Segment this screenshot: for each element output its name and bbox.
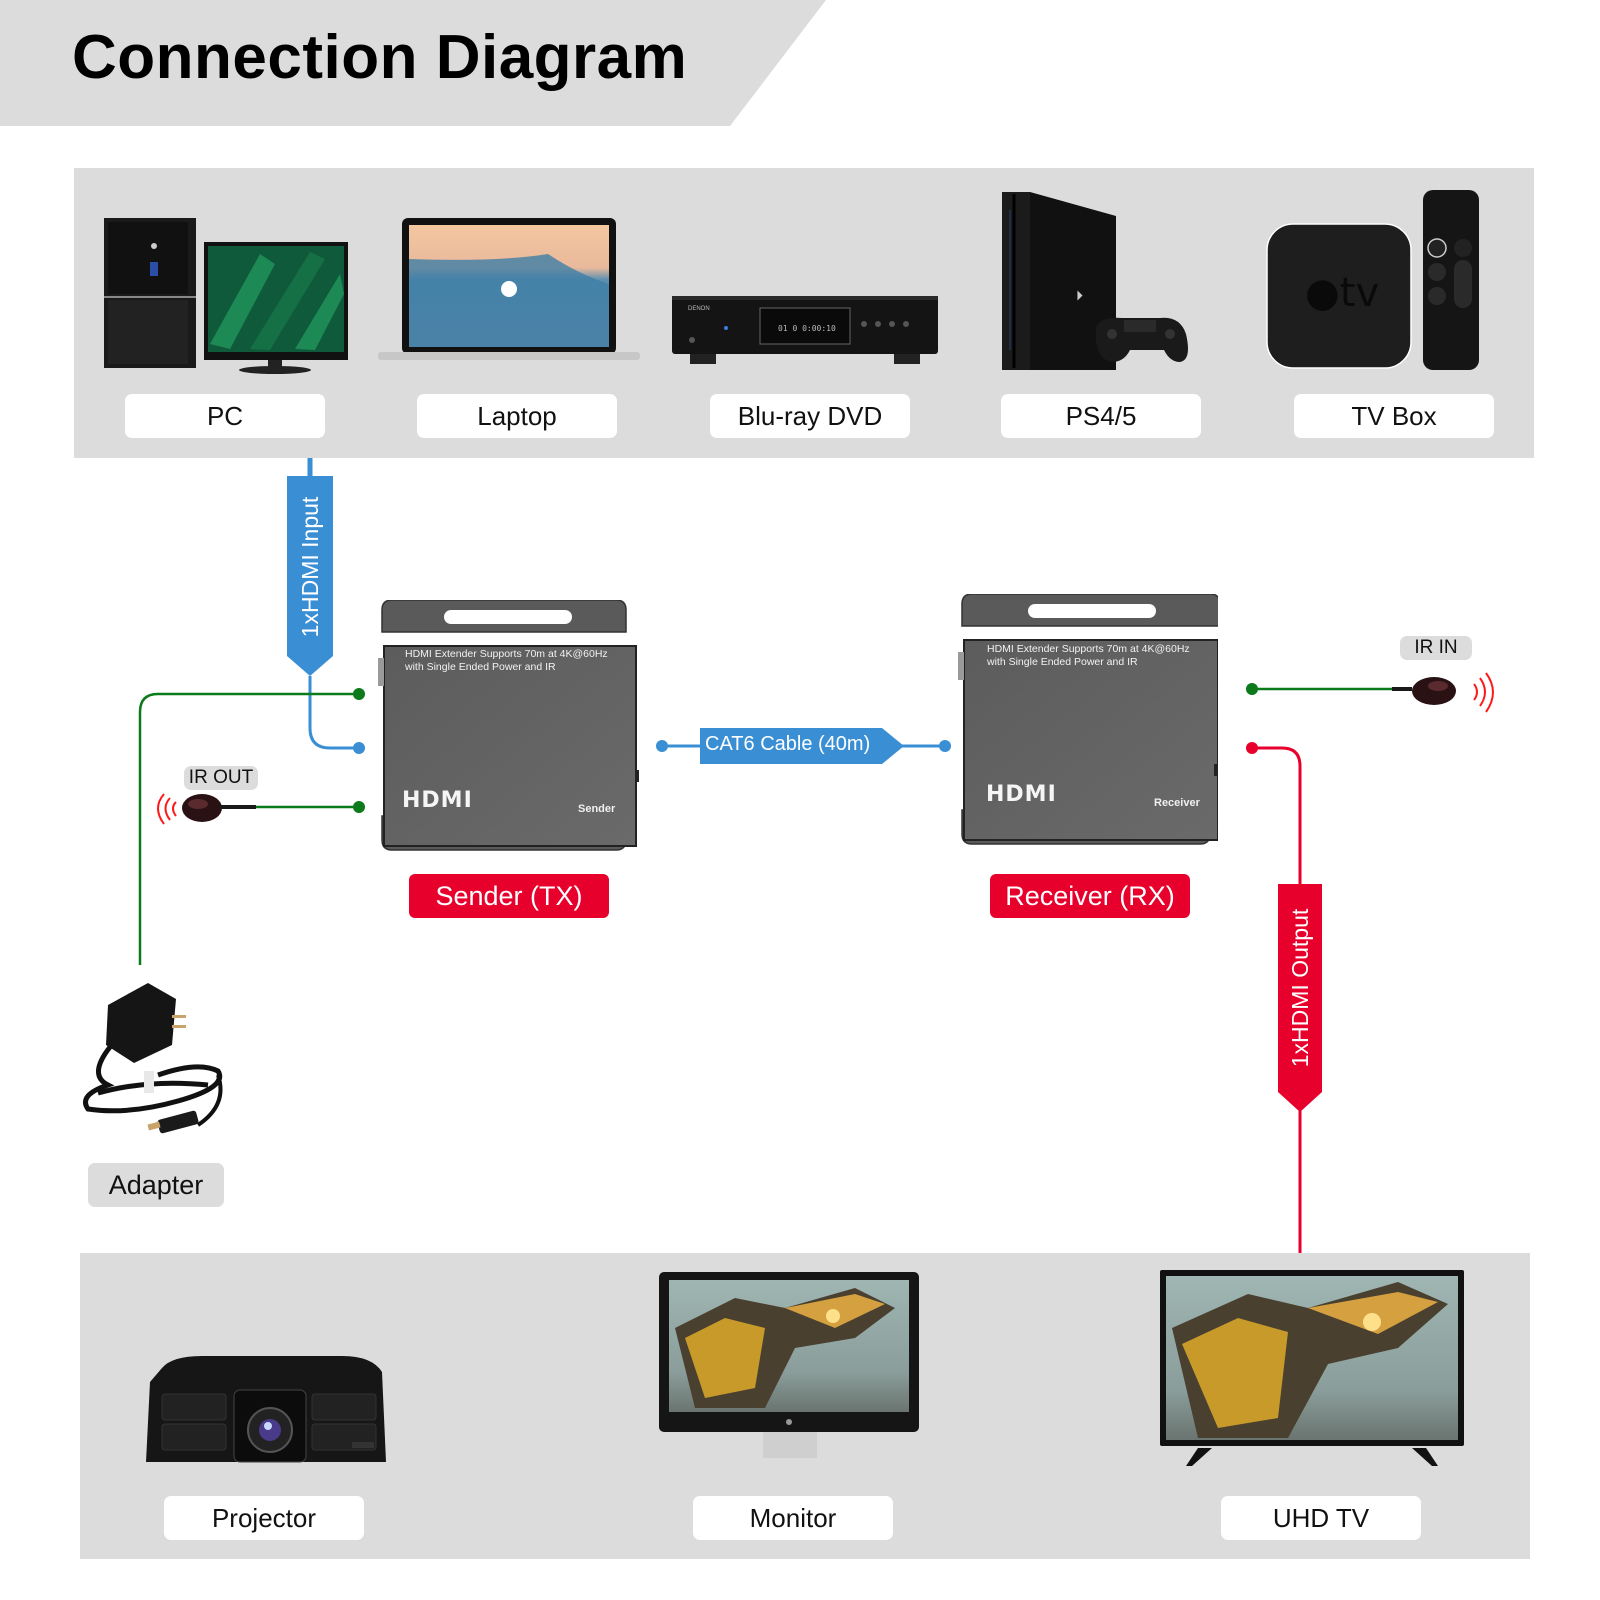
source-label-bluray: Blu-ray DVD — [710, 394, 910, 438]
projector-icon — [146, 1356, 386, 1463]
sender-tag: Sender (TX) — [409, 874, 609, 918]
hdmi-output-label: 1xHDMI Output — [1287, 908, 1313, 1068]
sender-description: HDMI Extender Supports 70m at 4K@60Hz wi… — [405, 648, 608, 674]
power-cable — [138, 688, 365, 965]
receiver-description: HDMI Extender Supports 70m at 4K@60Hz wi… — [987, 643, 1190, 669]
svg-text:DENON: DENON — [688, 306, 710, 312]
ir-out-cable — [255, 801, 365, 813]
ir-in-label: IR IN — [1400, 636, 1472, 660]
pc-monitor-icon — [104, 218, 348, 374]
hdmi-input-port-dot — [353, 742, 365, 754]
sender-device — [378, 600, 639, 851]
laptop-icon — [378, 218, 640, 360]
page-title: Connection Diagram — [72, 23, 688, 92]
ir-out-label: IR OUT — [184, 766, 258, 790]
hdmi-output-cable — [1246, 742, 1322, 1253]
receiver-description-line1: HDMI Extender Supports 70m at 4K@60Hz — [987, 643, 1190, 655]
monitor-icon — [659, 1272, 919, 1458]
sender-hdmi-logo: HDMI — [402, 788, 473, 813]
receiver-hdmi-logo: HDMI — [986, 782, 1057, 807]
display-label-projector: Projector — [164, 1496, 364, 1540]
receiver-role-label: Receiver — [1154, 797, 1200, 809]
display-label-monitor: Monitor — [693, 1496, 893, 1540]
cat6-label-background — [700, 728, 904, 764]
power-adapter-icon — [83, 983, 223, 1134]
hdmi-input-label: 1xHDMI Input — [297, 496, 323, 638]
display-label-uhd-tv: UHD TV — [1221, 1496, 1421, 1540]
tv-box-icon: ●tv — [1266, 190, 1479, 370]
source-label-tvbox: TV Box — [1294, 394, 1494, 438]
hdmi-input-cable — [287, 458, 365, 754]
receiver-tag: Receiver (RX) — [990, 874, 1190, 918]
source-label-laptop: Laptop — [417, 394, 617, 438]
game-console-icon: ⏵ — [1002, 192, 1188, 370]
source-label-pc: PC — [125, 394, 325, 438]
ir-emitter-icon — [157, 793, 256, 825]
ir-in-cable — [1246, 683, 1398, 695]
source-label-ps: PS4/5 — [1001, 394, 1201, 438]
title-banner — [0, 0, 830, 126]
adapter-label: Adapter — [88, 1163, 224, 1207]
cat6-cable — [656, 728, 951, 764]
ir-receiver-icon — [1392, 672, 1494, 713]
bluray-player-icon: DENON 01 0 0:00:10 — [672, 296, 938, 364]
sender-description-line1: HDMI Extender Supports 70m at 4K@60Hz — [405, 648, 608, 660]
tv-icon — [1160, 1270, 1464, 1466]
receiver-device — [958, 594, 1218, 845]
ir-out-port-dot — [353, 801, 365, 813]
sender-role-label: Sender — [578, 803, 616, 815]
cat6-cable-label: CAT6 Cable (40m) — [705, 733, 871, 755]
svg-text:●tv: ●tv — [1305, 270, 1379, 316]
title-banner-background — [0, 0, 826, 126]
receiver-description-line2: with Single Ended Power and IR — [987, 656, 1138, 668]
svg-text:01 0 0:00:10: 01 0 0:00:10 — [778, 324, 836, 333]
power-port-dot — [353, 688, 365, 700]
svg-text:⏵: ⏵ — [1076, 288, 1083, 304]
sender-description-line2: with Single Ended Power and IR — [405, 661, 556, 673]
ir-in-port-dot — [1246, 683, 1258, 695]
